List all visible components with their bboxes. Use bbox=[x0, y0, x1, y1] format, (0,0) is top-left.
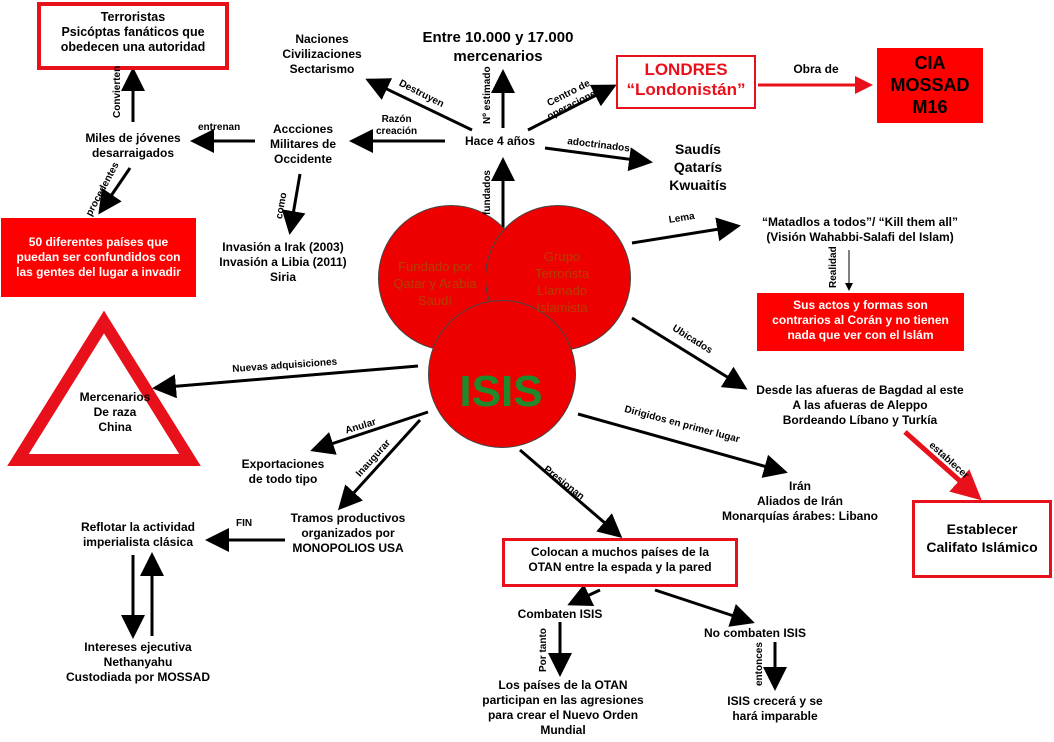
label-realidad: Realidad bbox=[828, 246, 839, 288]
saudis-text: Saudís Qatarís Kwuaitís bbox=[669, 141, 727, 193]
naciones-text: Naciones Civilizaciones Sectarismo bbox=[282, 32, 362, 76]
paises-box bbox=[1, 218, 196, 297]
arrow-ubicados bbox=[631, 316, 748, 390]
iran-text: Irán Aliados de Irán Monarquías árabes: … bbox=[721, 479, 879, 523]
intereses-text: Intereses ejecutiva Nethanyahu Custodiad… bbox=[65, 640, 210, 684]
arrow-como bbox=[281, 173, 306, 235]
arrow-inaugurar bbox=[337, 418, 422, 511]
label-fin: FIN bbox=[236, 518, 253, 529]
otan-box bbox=[502, 538, 738, 587]
matadlos-text: “Matadlos a todos”/ “Kill them all” (Vis… bbox=[761, 215, 959, 244]
bagdad-text: Desde las afueras de Bagdad al este A la… bbox=[756, 383, 964, 427]
warning-triangle bbox=[7, 310, 201, 466]
actos-text: Sus actos y formas son contrarios al Cor… bbox=[772, 298, 949, 342]
califato-text: Establecer Califato Islámico bbox=[926, 521, 1038, 555]
hace-text: Hace 4 años bbox=[464, 134, 536, 148]
otan-text: Colocan a muchos países de la OTAN entre… bbox=[528, 545, 712, 574]
cia-text: CIA MOSSAD M16 bbox=[890, 53, 970, 117]
arrow-lema bbox=[631, 217, 741, 245]
triangle-text: Mercenarios De raza China bbox=[79, 390, 151, 434]
circle-fundado-text: Fundado por Qatar y Arabia Saudí bbox=[393, 259, 477, 308]
label-entonces: entonces bbox=[754, 642, 765, 686]
isis-title: ISIS bbox=[459, 367, 543, 416]
arrow-presionan bbox=[519, 448, 623, 538]
arrow-procedentes bbox=[98, 167, 132, 215]
terroristas-box bbox=[37, 2, 229, 70]
arrow-anular bbox=[310, 410, 429, 455]
paises-text: 50 diferentes países que puedan ser conf… bbox=[16, 235, 181, 279]
arrow-nuevas bbox=[152, 364, 419, 399]
obra-de-label: Obra de bbox=[793, 62, 839, 76]
arrow-establecer bbox=[903, 430, 982, 501]
label-estimado: Nº estimado bbox=[482, 66, 493, 124]
londres-box bbox=[616, 55, 756, 109]
califato-box bbox=[912, 500, 1052, 578]
exportaciones-text: Exportaciones de todo tipo bbox=[241, 457, 325, 486]
actos-box bbox=[757, 293, 964, 351]
arrow-destruyen bbox=[365, 78, 473, 132]
arrow-dirigidos bbox=[577, 412, 788, 478]
cia-box bbox=[877, 48, 983, 123]
label-convierten: Convierten bbox=[112, 65, 123, 118]
paises-otan-text: Los países de la OTAN participan en las … bbox=[482, 678, 644, 737]
tramos-text: Tramos productivos organizados por MONOP… bbox=[290, 511, 406, 555]
reflotar-text: Reflotar la actividad imperialista clási… bbox=[80, 520, 196, 549]
imparable-text: ISIS crecerá y se hará imparable bbox=[727, 694, 823, 723]
arrow-adoctrinados bbox=[544, 146, 653, 172]
terroristas-text: Terroristas Psicóptas fanáticos que obed… bbox=[60, 10, 206, 54]
arrow-combaten bbox=[567, 584, 601, 606]
circle-grupo-text: Grupo Terrorista Llamado Islamista bbox=[534, 249, 590, 315]
arrow-no-combaten bbox=[654, 588, 755, 627]
label-entrenan: entrenan bbox=[198, 122, 241, 133]
londres-text: LONDRES “Londonistán” bbox=[626, 60, 746, 99]
circle-isis bbox=[428, 300, 576, 448]
invasion-text: Invasión a Irak (2003) Invasión a Libia … bbox=[219, 240, 347, 284]
label-fundados: fundados bbox=[482, 170, 493, 215]
combaten-text: Combaten ISIS bbox=[517, 607, 603, 621]
mercenarios-count: Entre 10.000 y 17.000 mercenarios bbox=[422, 29, 574, 65]
arrow-centro bbox=[527, 84, 617, 132]
label-razon: Razón creación bbox=[376, 114, 418, 137]
acciones-text: Accciones Militares de Occidente bbox=[269, 122, 337, 166]
jovenes-text: Miles de jóvenes desarraigados bbox=[85, 131, 181, 160]
no-combaten-text: No combaten ISIS bbox=[703, 626, 807, 640]
label-por-tanto: Por tanto bbox=[538, 628, 549, 672]
